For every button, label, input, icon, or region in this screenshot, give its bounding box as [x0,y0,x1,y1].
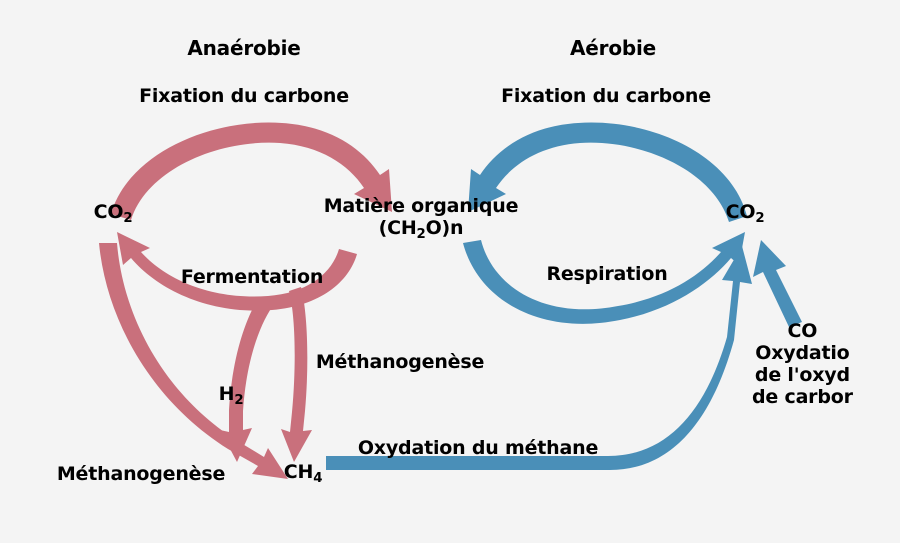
node-ch4: CH4 [283,461,323,486]
node-co2-left-formula: CO [93,201,124,223]
node-co2-right-formula: CO [725,201,756,223]
node-organic-matter-line2: (CH2O)n [324,216,519,242]
organic-matter-formula-sub: 2 [416,226,426,242]
node-h2-formula: H [218,383,235,405]
label-methanogenesis-center: Méthanogenèse [315,351,485,373]
node-h2-subscript: 2 [234,392,244,408]
node-co2-left: CO2 [93,201,133,226]
label-methanogenesis-left: Méthanogenèse [56,463,226,485]
arrow-methanogenesis-center [281,287,312,462]
arrow-carbon-fixation-anaerobic [111,122,392,220]
node-ch4-formula: CH [283,461,314,483]
label-carbon-fixation-aerobic: Fixation du carbone [501,85,711,107]
arrow-carbon-fixation-aerobic [468,122,747,222]
arrow-co-oxidation [753,240,802,327]
section-title-aerobic: Aérobie [570,36,656,60]
organic-matter-formula-pre: (CH [378,216,417,239]
co-oxidation-line1: CO [787,321,818,342]
node-co2-right: CO2 [725,201,765,226]
label-co-oxidation: CO Oxydatio de l'oxyd de carbor [752,321,853,408]
label-carbon-fixation-anaerobic: Fixation du carbone [139,85,349,107]
node-h2: H2 [218,383,244,408]
node-ch4-subscript: 4 [313,470,323,486]
label-respiration: Respiration [546,263,668,285]
node-organic-matter: Matière organique (CH2O)n [323,195,519,242]
arrow-h2 [220,299,272,462]
co-oxidation-line4: de carbor [752,386,853,408]
node-co2-right-subscript: 2 [755,210,765,226]
co-oxidation-line2: Oxydatio [755,342,850,364]
co-oxidation-line3: de l'oxyd [754,364,850,386]
node-organic-matter-line1: Matière organique [323,195,519,217]
node-co2-left-subscript: 2 [123,210,133,226]
arrow-respiration [463,232,745,324]
section-title-anaerobic: Anaérobie [187,36,301,60]
label-fermentation: Fermentation [180,266,324,288]
arrow-methanogenesis-left [99,243,288,479]
organic-matter-formula-post: O)n [425,216,464,239]
label-methane-oxidation: Oxydation du méthane [357,437,599,459]
